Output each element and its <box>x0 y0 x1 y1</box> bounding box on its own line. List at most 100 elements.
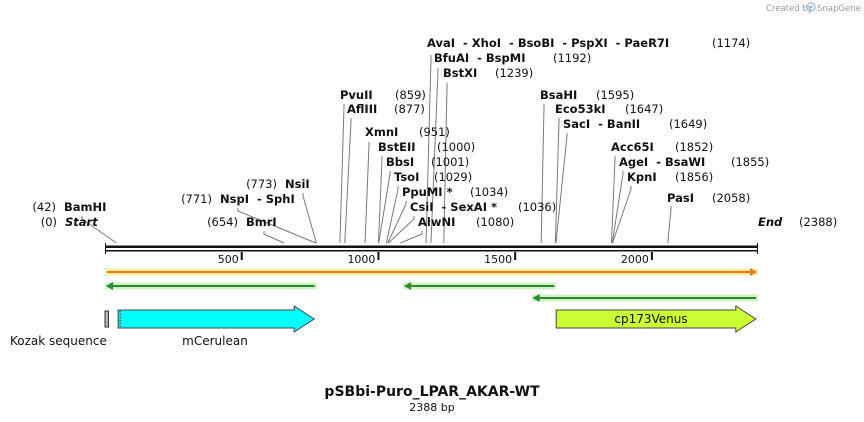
site-name: NsiI <box>285 177 310 191</box>
primer-arrow-icon <box>404 282 412 290</box>
site-lead-agei <box>611 171 624 244</box>
site-avai[interactable]: AvaI - XhoI - BsoBI - PspXI - PaeR7I(117… <box>427 36 750 50</box>
site-coord: (771) <box>181 192 212 206</box>
site-bmri[interactable]: BmrI (654) <box>207 215 277 229</box>
feature-cp173venus[interactable]: cp173Venus <box>555 305 757 333</box>
site-name: End <box>758 215 783 229</box>
site-lead-nspi <box>237 208 317 244</box>
site-lead-bstxi <box>443 83 448 244</box>
site-name: PpuMI * <box>402 185 453 199</box>
site-coord: (1239) <box>495 66 533 80</box>
ruler-tick-label: 500 <box>218 253 239 266</box>
site-coord: (1000) <box>437 140 475 154</box>
site-name: BmrI <box>246 215 277 229</box>
site-pasi[interactable]: PasI(2058) <box>667 191 750 205</box>
feature-label: Kozak sequence <box>10 334 107 348</box>
primer-arrow-icon <box>750 268 757 276</box>
feature-kozak[interactable]: Kozak sequence <box>10 310 109 348</box>
primer-long[interactable] <box>105 268 758 276</box>
site-coord: (877) <box>394 102 425 116</box>
feature-label: cp173Venus <box>614 312 687 326</box>
site-lead-bbsi <box>378 171 391 244</box>
sequence-length: 2388 bp <box>409 401 454 414</box>
site-bstxi[interactable]: BstXI(1239) <box>443 66 533 80</box>
site-name: AflIII <box>347 102 377 116</box>
site-coord: (1174) <box>712 36 750 50</box>
site-name: BsaHI <box>540 88 577 102</box>
site-name: Eco53kI <box>555 102 606 116</box>
site-xmni[interactable]: XmnI(951) <box>365 125 450 139</box>
site-bamhi[interactable]: BamHI(42) <box>32 200 106 214</box>
site-lead-kpni <box>612 186 632 244</box>
site-start[interactable]: Start(0) <box>41 215 99 229</box>
site-nsii[interactable]: NsiI (773) <box>246 177 310 191</box>
site-lead-nsii <box>302 193 317 244</box>
site-nspi[interactable]: NspI - SphI(771) <box>181 192 295 206</box>
site-coord: (1855) <box>731 155 769 169</box>
site-coord: (1856) <box>675 170 713 184</box>
primer-middle[interactable] <box>403 282 557 290</box>
site-lead-bmri <box>263 231 285 244</box>
sequence-backbone <box>105 243 758 254</box>
site-name: TsoI <box>394 170 419 184</box>
site-tsoi[interactable]: TsoI(1029) <box>394 170 472 184</box>
restriction-sites: AvaI - XhoI - BsoBI - PspXI - PaeR7I(117… <box>32 36 837 229</box>
site-name: Acc65I <box>611 140 654 154</box>
site-bbsi[interactable]: BbsI (1001) <box>386 155 469 169</box>
site-agei[interactable]: AgeI - BsaWI (1855) <box>619 155 769 169</box>
site-coord: (773) <box>246 177 277 191</box>
site-bfuai[interactable]: BfuAI - BspMI(1192) <box>434 51 591 65</box>
site-eco53ki[interactable]: Eco53kI (1647) <box>555 102 663 116</box>
site-coord: (0) <box>41 215 57 229</box>
site-lead-bamhi <box>81 216 117 244</box>
site-name: AlwNI <box>418 215 455 229</box>
site-name: KpnI <box>627 170 657 184</box>
site-name: XmnI <box>365 125 398 139</box>
site-pvuii[interactable]: PvuII(859) <box>340 88 426 102</box>
site-csii[interactable]: CsiI - SexAI *(1036) <box>410 200 556 214</box>
site-bsteii[interactable]: BstEII (1000) <box>378 140 475 154</box>
ruler-tick-label: 1500 <box>484 253 512 266</box>
site-acc65i[interactable]: Acc65I (1852) <box>611 140 713 154</box>
site-saci[interactable]: SacI - BanII (1649) <box>563 117 707 131</box>
site-name: AgeI - BsaWI <box>619 155 705 169</box>
site-name: BbsI <box>386 155 414 169</box>
site-coord: (1647) <box>625 102 663 116</box>
site-lead-acc65i <box>610 156 616 244</box>
primer-arrow-icon <box>106 282 113 290</box>
primer-left[interactable] <box>105 282 317 290</box>
ruler-tick-label: 2000 <box>621 253 649 266</box>
site-coord: (1852) <box>675 140 713 154</box>
site-coord: (1036) <box>518 200 556 214</box>
site-lead-avai <box>425 55 432 244</box>
site-ppumi[interactable]: PpuMI *(1034) <box>402 185 508 199</box>
site-bsahi[interactable]: BsaHI(1595) <box>540 88 634 102</box>
brand-text: SnapGene <box>817 4 861 14</box>
site-lead-bsahi <box>540 104 545 244</box>
site-name: BstEII <box>378 140 416 154</box>
site-end[interactable]: End (2388) <box>758 215 837 229</box>
site-lead-afliii <box>344 118 352 244</box>
feature-arrow-icon <box>117 305 316 333</box>
feature-mcerulean[interactable]: mCerulean <box>117 305 316 348</box>
site-coord: (654) <box>207 215 238 229</box>
primer-arrow-icon <box>532 294 540 302</box>
site-coord: (1001) <box>431 155 469 169</box>
feature-label: mCerulean <box>182 334 248 348</box>
site-lead-bfuai <box>430 68 439 244</box>
site-coord: (2058) <box>712 191 750 205</box>
site-lead-tsoi <box>385 186 399 244</box>
site-afliii[interactable]: AflIII (877) <box>347 102 425 116</box>
site-coord: (1649) <box>669 117 707 131</box>
site-coord: (1192) <box>553 51 591 65</box>
primer-right[interactable] <box>531 294 758 302</box>
site-alwni[interactable]: AlwNI(1080) <box>418 215 514 229</box>
site-lead-saci <box>555 133 568 244</box>
site-name: SacI - BanII <box>563 117 640 131</box>
site-coord: (2388) <box>799 215 837 229</box>
site-coord: (859) <box>395 88 426 102</box>
site-kpni[interactable]: KpnI (1856) <box>627 170 713 184</box>
feature-arrow-icon <box>555 305 757 333</box>
